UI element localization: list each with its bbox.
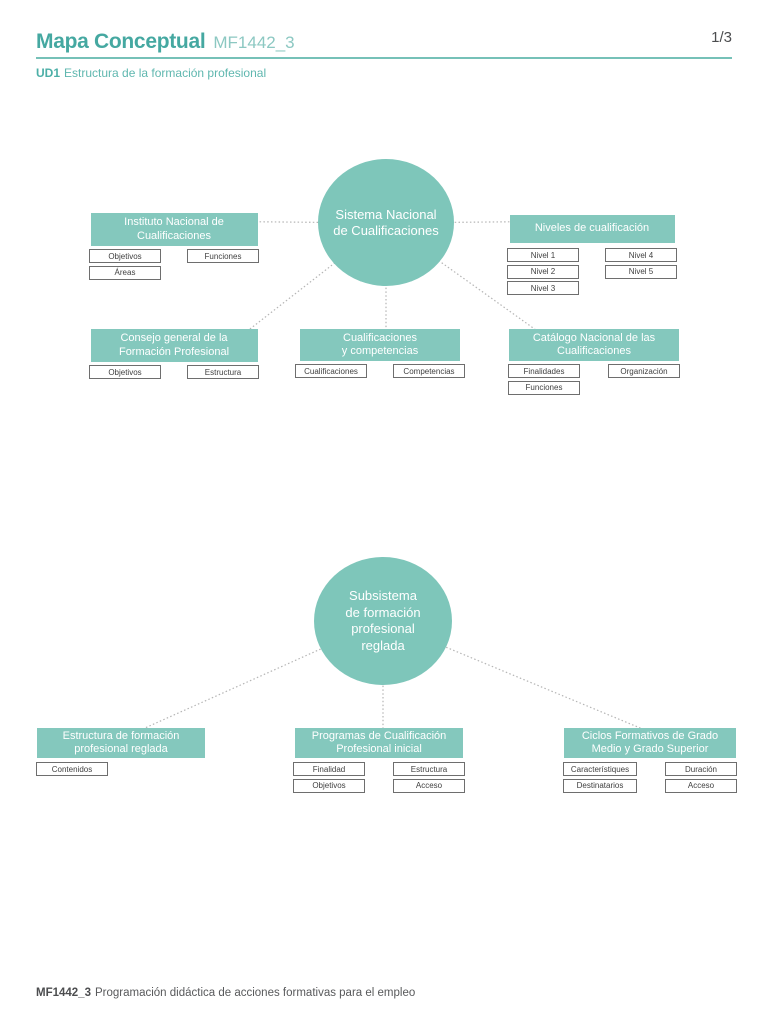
map1-node-instituto: Instituto Nacional de Cualificaciones Ob… [89,213,259,280]
sub-item: Nivel 1 [507,248,579,262]
node-children: Contenidos [36,762,206,776]
page-title-code: MF1442_3 [213,33,295,52]
node-children: Característiques Duración Destinatarios … [563,762,737,793]
node-title-box: Estructura de formación profesional regl… [37,728,205,758]
unit-code: UD1 [36,66,61,80]
map2-node-programas: Programas de Cualificación Profesional i… [293,728,465,793]
unit-title: Estructura de la formación profesional [64,66,267,80]
sub-item: Nivel 5 [605,264,677,279]
node-title-box: Niveles de cualificación [509,215,675,243]
page-number: 1/3 [711,29,732,46]
sub-item: Organización [608,364,680,378]
sub-item: Nivel 4 [605,248,677,262]
node-title-box: Cualificaciones y competencias [300,329,460,361]
sub-item: Objetivos [89,249,161,263]
node-title: Ciclos Formativos de Grado Medio y Grado… [581,729,719,756]
node-title: Instituto Nacional de Cualificaciones [124,216,224,242]
sub-item: Característiques [563,762,637,776]
node-title-box: Ciclos Formativos de Grado Medio y Grado… [564,728,736,758]
node-children: Finalidad Estructura Objetivos Acceso [293,762,465,793]
sub-item: Destinatarios [563,778,637,793]
node-children: Nivel 1 Nivel 4 Nivel 2 Nivel 5 Nivel 3 [507,248,677,295]
sub-item: Áreas [89,265,161,280]
map1-node-cualificaciones-competencias: Cualificaciones y competencias Cualifica… [295,329,465,378]
sub-item: Acceso [393,778,465,793]
header-divider [36,57,732,59]
footer-code: MF1442_3 [36,987,91,999]
node-children: Objetivos Funciones Áreas [89,249,259,280]
connector-map2-ciclos [382,620,694,751]
page-title-main: Mapa Conceptual [36,30,206,53]
page-title: Mapa Conceptual MF1442_3 [36,30,295,54]
node-title: Estructura de formación profesional regl… [62,729,180,756]
sub-item: Cualificaciones [295,364,367,378]
sub-item: Funciones [187,249,259,263]
map1-central-label: Sistema Nacional de Cualificaciones [333,207,439,238]
node-children: Cualificaciones Competencias [295,364,465,378]
sub-item: Funciones [508,380,580,395]
sub-item: Estructura [187,365,259,379]
sub-item: Nivel 2 [507,264,579,279]
map1-node-consejo: Consejo general de la Formación Profesio… [89,329,259,379]
sub-item: Objetivos [293,778,365,793]
sub-item: Estructura [393,762,465,776]
node-title: Cualificaciones y competencias [341,331,419,358]
sub-item: Competencias [393,364,465,378]
footer-text: Programación didáctica de acciones forma… [94,987,416,999]
sub-item: Contenidos [36,762,108,776]
node-title: Programas de Cualificación Profesional i… [311,729,447,756]
sub-item: Duración [665,762,737,776]
map1-node-niveles: Niveles de cualificación Nivel 1 Nivel 4… [507,215,677,295]
node-title: Catálogo Nacional de las Cualificaciones [532,331,656,358]
sub-item: Objetivos [89,365,161,379]
map1-central-node: Sistema Nacional de Cualificaciones [318,159,454,286]
node-title-box: Programas de Cualificación Profesional i… [295,728,463,758]
map1-node-catalogo: Catálogo Nacional de las Cualificaciones… [508,329,680,395]
map2-node-estructura: Estructura de formación profesional regl… [36,728,206,776]
sub-item: Finalidades [508,364,580,378]
node-title-box: Consejo general de la Formación Profesio… [90,329,258,362]
node-children: Objetivos Estructura [89,365,259,379]
node-title: Consejo general de la Formación Profesio… [118,332,230,358]
sub-item: Nivel 3 [507,281,579,295]
map2-central-node: Subsistema de formación profesional regl… [314,557,452,685]
node-title-box: Catálogo Nacional de las Cualificaciones [509,329,679,361]
node-title-box: Instituto Nacional de Cualificaciones [90,213,258,246]
map2-central-label: Subsistema de formación profesional regl… [345,588,421,653]
map2-node-ciclos: Ciclos Formativos de Grado Medio y Grado… [563,728,737,793]
sub-item: Acceso [665,778,737,793]
node-children: Finalidades Organización Funciones [508,364,680,395]
node-title: Niveles de cualificación [534,222,650,235]
sub-item: Finalidad [293,762,365,776]
